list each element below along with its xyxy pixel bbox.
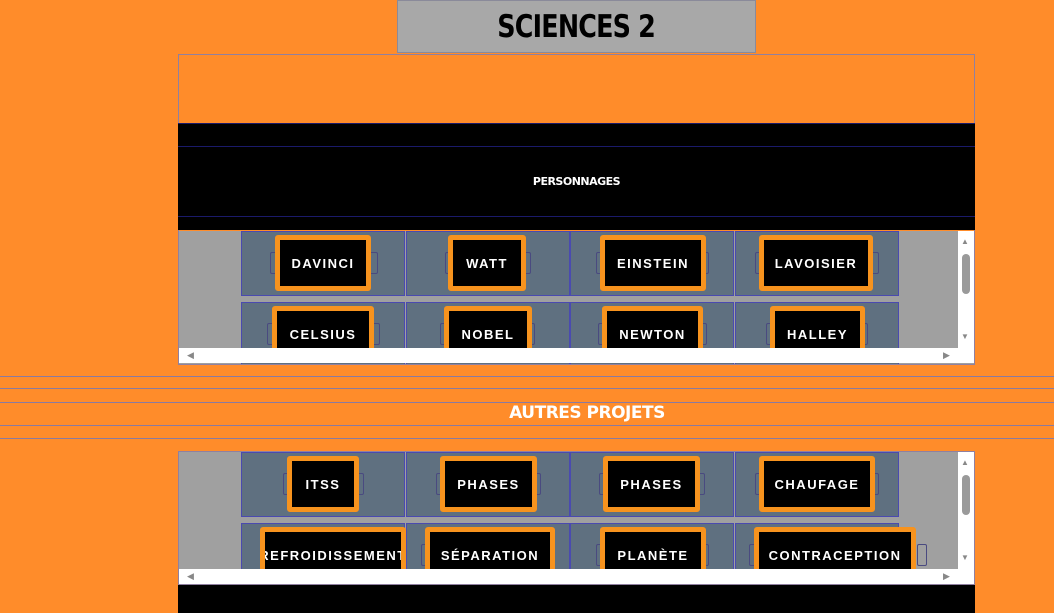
scroll-left-icon[interactable]: ◀	[187, 350, 194, 360]
projects-scroll-area[interactable]: ITSS PHASES PHASES CHAUFAGE REFROIDISSEM…	[179, 452, 974, 584]
characters-horizontal-scrollbar[interactable]: ◀ ▶	[179, 348, 974, 363]
projects-heading-band: AUTRES PROJETS	[0, 403, 1054, 425]
scroll-left-icon[interactable]: ◀	[187, 571, 194, 581]
itss-button[interactable]: ITSS	[287, 456, 359, 512]
divider	[0, 388, 1054, 389]
grid-cell: WATT	[406, 231, 570, 296]
einstein-button[interactable]: EINSTEIN	[600, 235, 706, 291]
divider	[0, 438, 1054, 439]
scroll-down-icon[interactable]: ▼	[961, 553, 969, 562]
grid-cell: LAVOISIER	[735, 231, 899, 296]
scroll-thumb[interactable]	[962, 254, 970, 294]
band-line	[178, 216, 975, 217]
phases-button-1[interactable]: PHASES	[440, 456, 537, 512]
band-line	[178, 123, 975, 124]
scroll-up-icon[interactable]: ▲	[961, 458, 969, 467]
characters-scroll-area[interactable]: DAVINCI WATT EINSTEIN LAVOISIER CELSIUS …	[179, 231, 974, 364]
page-title: SCIENCES 2	[497, 8, 657, 45]
scroll-up-icon[interactable]: ▲	[961, 237, 969, 246]
ghost-handle	[917, 544, 927, 566]
page-title-box: SCIENCES 2	[397, 0, 756, 53]
chaufage-button[interactable]: CHAUFAGE	[759, 456, 875, 512]
divider	[0, 425, 1054, 426]
phases-button-2[interactable]: PHASES	[603, 456, 700, 512]
grid-cell: CHAUFAGE	[735, 452, 899, 517]
projects-heading: AUTRES PROJETS	[509, 403, 665, 423]
divider	[0, 402, 1054, 403]
scroll-right-icon[interactable]: ▶	[943, 571, 950, 581]
band-line	[178, 146, 975, 147]
bottom-band	[178, 585, 975, 613]
watt-button[interactable]: WATT	[448, 235, 526, 291]
grid-cell: PHASES	[406, 452, 570, 517]
projects-horizontal-scrollbar[interactable]: ◀ ▶	[179, 569, 974, 584]
lavoisier-button[interactable]: LAVOISIER	[759, 235, 873, 291]
scroll-down-icon[interactable]: ▼	[961, 332, 969, 341]
grid-cell: ITSS	[241, 452, 405, 517]
halley-button[interactable]: HALLEY	[770, 306, 865, 362]
davinci-button[interactable]: DAVINCI	[275, 235, 371, 291]
projects-vertical-scrollbar[interactable]: ▲ ▼	[958, 452, 974, 569]
projects-frame	[178, 451, 975, 585]
grid-cell: DAVINCI	[241, 231, 405, 296]
scroll-right-icon[interactable]: ▶	[943, 350, 950, 360]
characters-vertical-scrollbar[interactable]: ▲ ▼	[958, 231, 974, 348]
characters-header-band: PERSONNAGES	[178, 123, 975, 230]
characters-heading: PERSONNAGES	[532, 175, 621, 188]
divider	[0, 376, 1054, 377]
grid-cell: EINSTEIN	[570, 231, 734, 296]
scroll-thumb[interactable]	[962, 475, 970, 515]
grid-cell: PHASES	[570, 452, 734, 517]
